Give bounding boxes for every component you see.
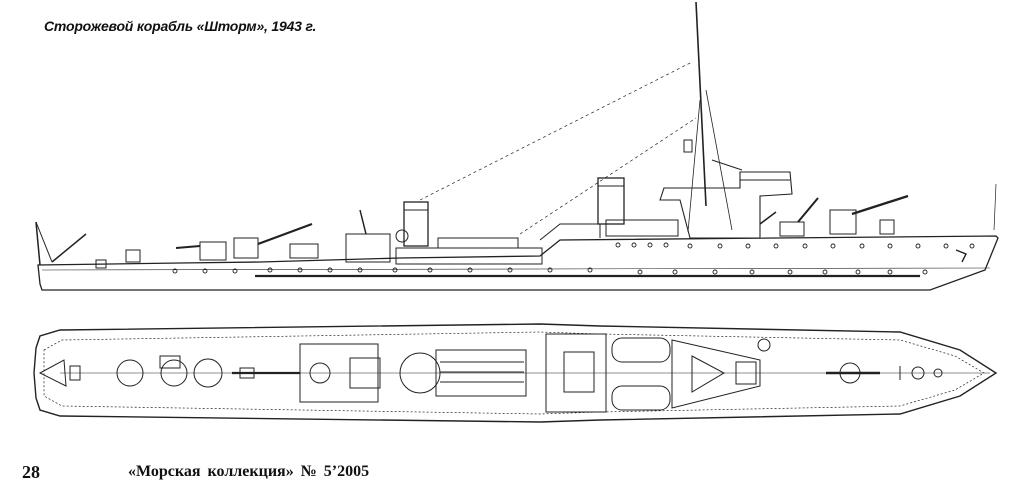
page-number: 28: [22, 462, 40, 482]
side-profile: [35, 1, 999, 291]
aft-guns: [175, 222, 319, 261]
aft-funnel: [395, 201, 429, 247]
plan-view: [33, 323, 998, 423]
fwd-funnel: [597, 177, 625, 225]
deck-outline: [33, 323, 998, 423]
portholes: [172, 242, 975, 275]
mast: [683, 1, 743, 233]
fwd-guns: [759, 194, 909, 237]
figure-caption: Сторожевой корабль «Шторм», 1943 г.: [44, 18, 317, 34]
hull-outline: [37, 235, 999, 291]
magazine-title: «Морская коллекция» № 5’2005: [128, 463, 370, 480]
